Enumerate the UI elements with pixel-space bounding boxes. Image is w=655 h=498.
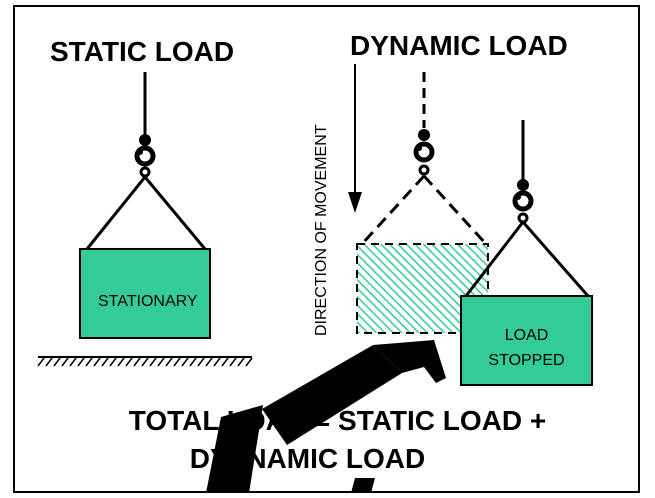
equation: TOTAL LOAD = STATIC LOAD + DYANAMIC LOAD [15,404,640,475]
stopped-load-box [460,295,593,386]
stopped-sling-left [464,221,525,297]
load-stopped-label: LOAD STOPPED [461,326,592,370]
ground-hatching [37,357,253,367]
dynamic-load-heading: DYNAMIC LOAD [350,30,568,61]
stopped-sling-right [521,221,590,297]
moving-hook-icon [413,129,435,176]
static-hook-icon [134,134,156,178]
static-load-heading: STATIC LOAD [50,36,235,67]
watermark-logo [206,340,446,493]
moving-sling-right [422,174,488,246]
moving-sling-left [360,174,426,246]
stopped-hook-icon [512,179,534,224]
equation-line2: DYANAMIC LOAD [189,442,426,474]
load-stopped-line2: STOPPED [488,352,565,370]
static-sling-right [143,176,207,250]
static-sling-left [85,176,147,250]
equation-line1: TOTAL LOAD = STATIC LOAD + [128,405,547,436]
direction-arrow-icon [348,64,362,213]
load-stopped-line1: LOAD [504,327,549,344]
dynamic-stopped-assembly [460,120,593,386]
static-load-box [79,248,211,339]
direction-of-movement-label: DIRECTION OF MOVEMENT [313,124,330,336]
stationary-label: STATIONARY [98,293,198,310]
diagram-frame [13,5,640,493]
static-load-assembly [37,72,253,367]
